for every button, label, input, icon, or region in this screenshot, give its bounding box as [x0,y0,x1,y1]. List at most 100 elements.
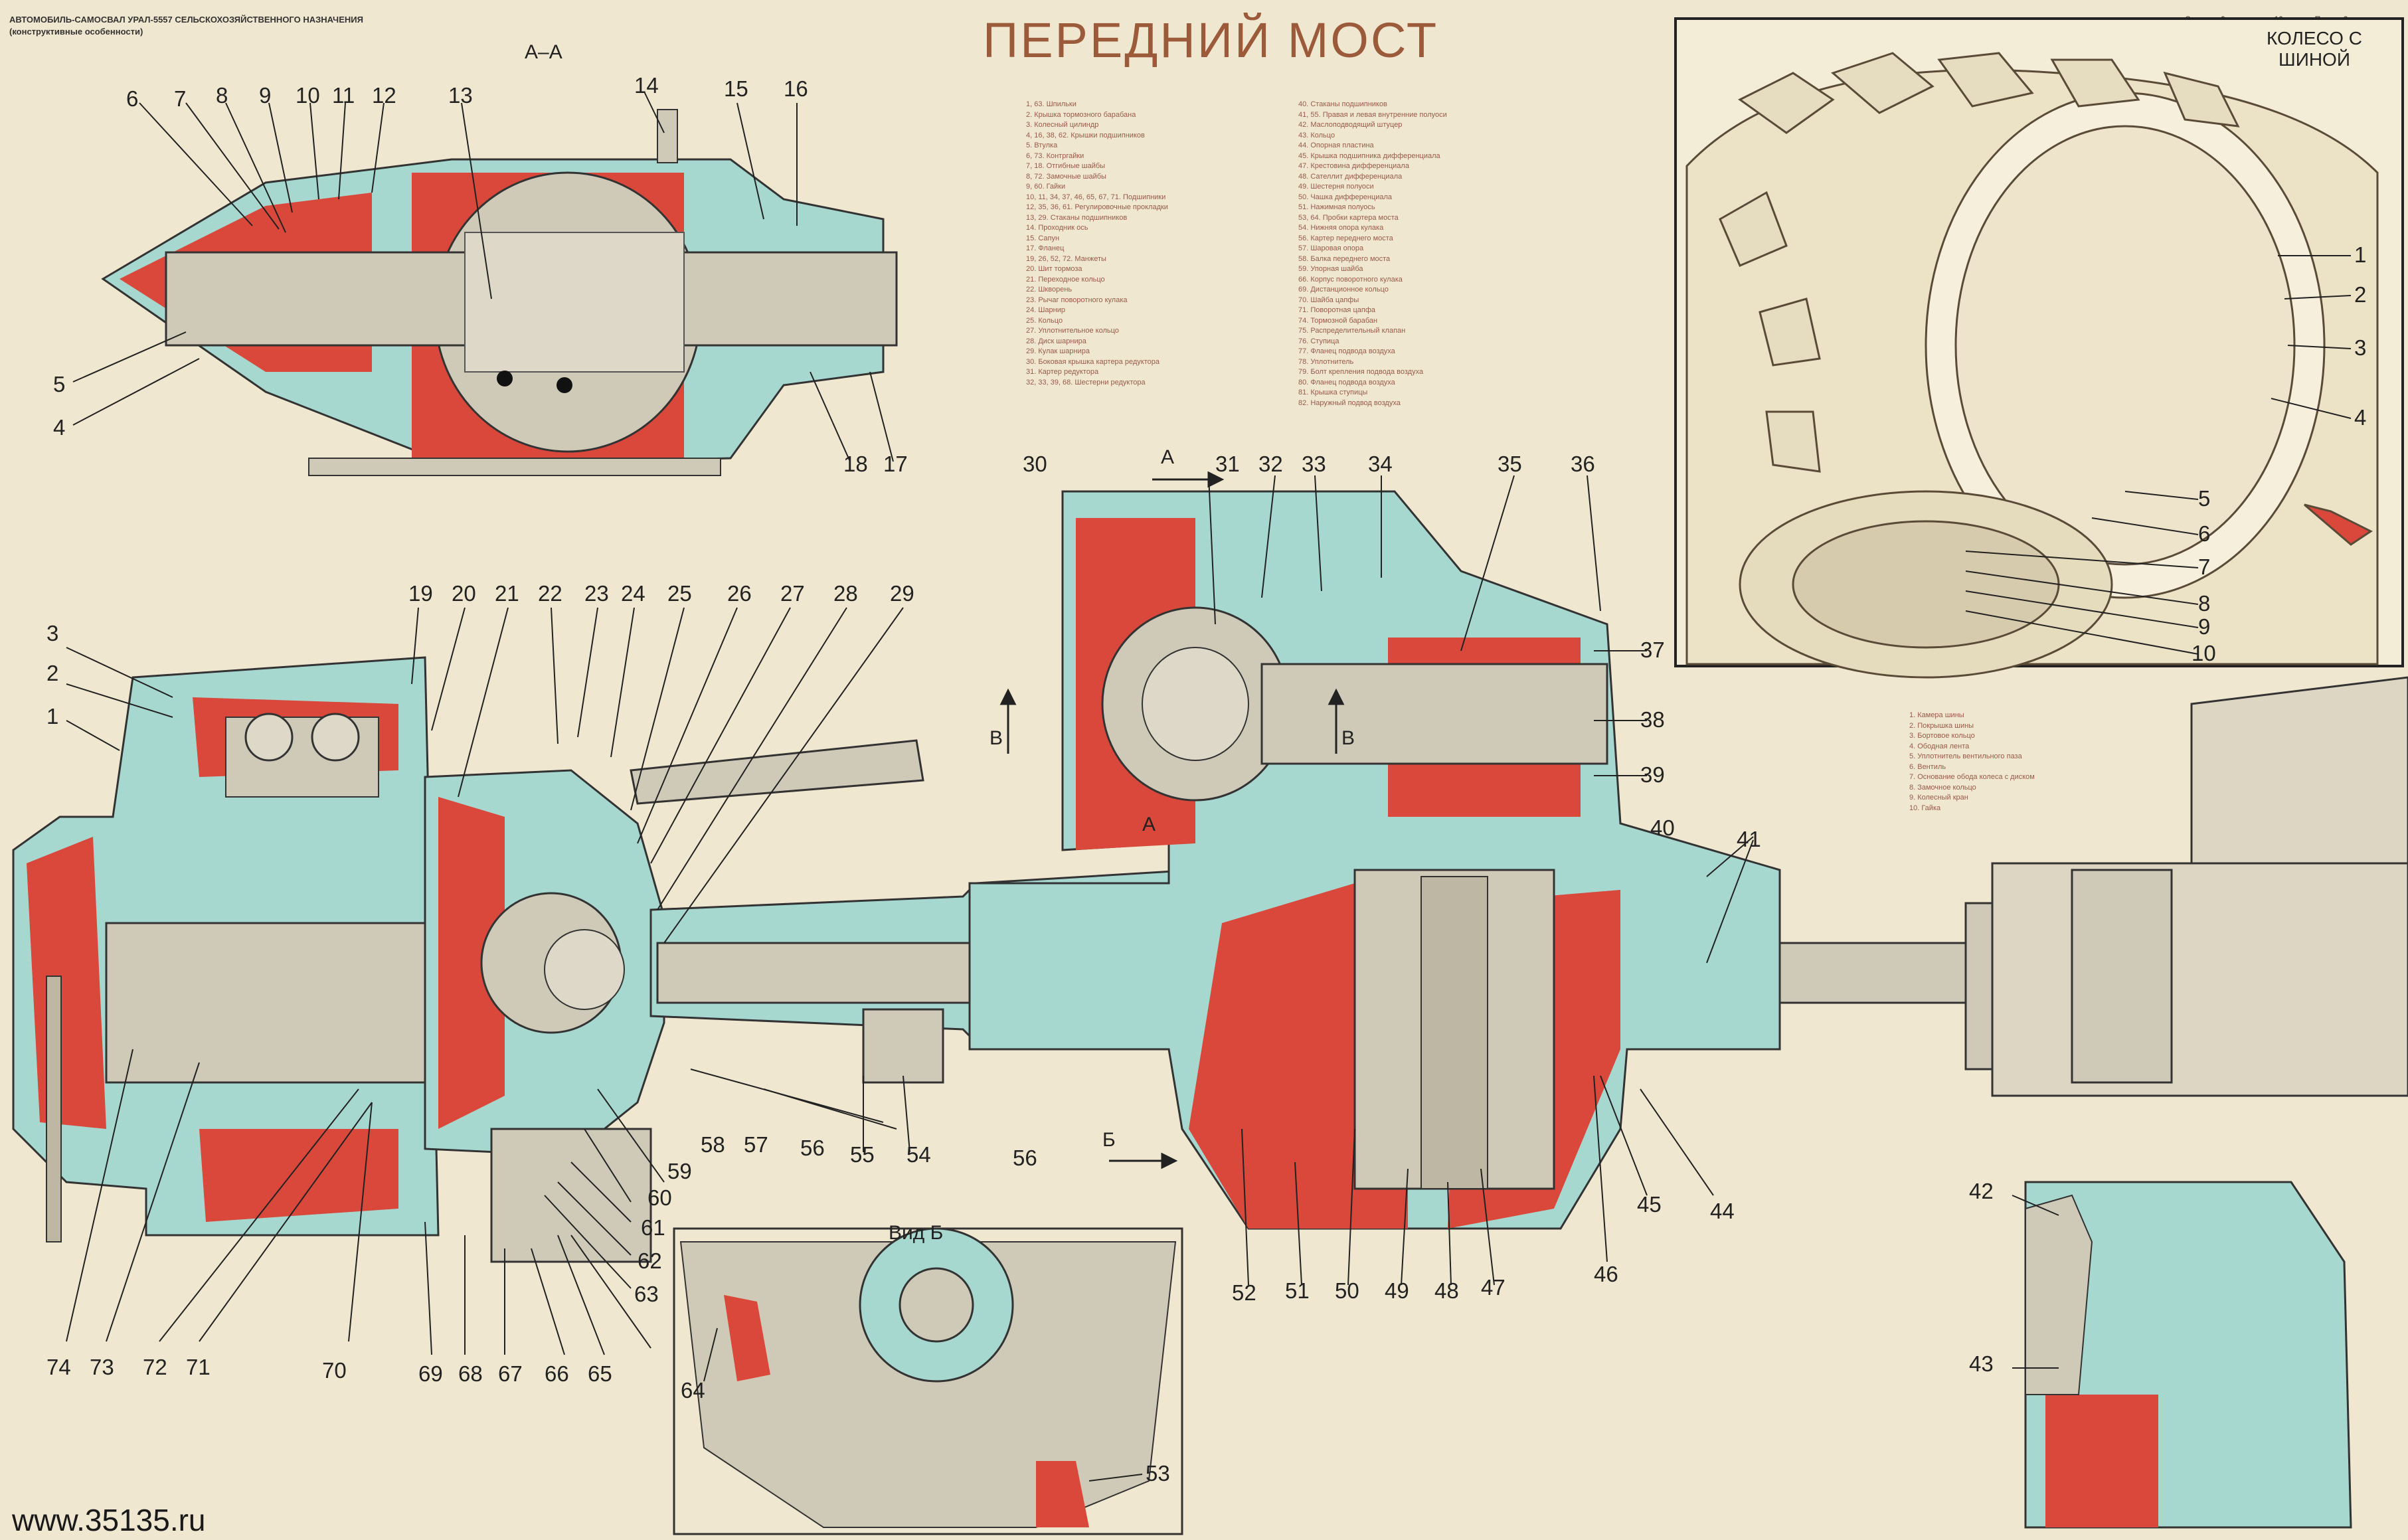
section-aa-drawing [101,109,898,476]
legend-item: 80. Фланец подвода воздуха [1298,378,1395,386]
callout-aa-5: 5 [53,372,66,396]
callout-55: 55 [850,1142,875,1167]
callout-aa-11: 11 [332,83,355,108]
legend-item: 69. Дистанционное кольцо [1298,286,1389,294]
callout-aa-17: 17 [883,452,908,476]
callout-43: 43 [1969,1351,1994,1376]
callout-57: 57 [744,1132,768,1157]
callout-24: 24 [621,581,645,606]
watermark: www.35135.ru [12,1503,206,1537]
callout-aa-7: 7 [174,86,187,111]
page-title: ПЕРЕДНИЙ МОСТ [983,13,1439,68]
legend-item: 25. Кольцо [1026,316,1063,325]
legend-item: 7, 18. Отгибные шайбы [1026,162,1106,170]
legend-item: 49. Шестерня полуоси [1298,183,1374,191]
legend-item: 23. Рычаг поворотного кулака [1026,296,1128,304]
callout-19: 19 [408,581,433,606]
callout-58: 58 [701,1132,725,1157]
wheel-callout-6: 6 [2198,521,2211,546]
callout-aa-18: 18 [843,452,868,476]
callout-54: 54 [906,1142,931,1167]
callout-38: 38 [1640,707,1665,732]
callout-30: 30 [1023,452,1047,476]
legend-item: 42. Маслоподводящий штуцер [1298,121,1403,129]
legend-item: 15. Сапун [1026,234,1060,242]
callout-40: 40 [1650,815,1675,840]
callout-aa-16: 16 [784,76,808,101]
wheel-callout-4: 4 [2354,405,2367,430]
legend-item: 57. Шаровая опора [1298,244,1364,252]
arrow-a2-label: А [1142,813,1156,835]
callout-aa-9: 9 [259,83,272,108]
legend-item: 45. Крышка подшипника дифференциала [1298,151,1440,160]
callout-2: 2 [46,661,59,685]
callout-56-left: 56 [800,1136,825,1160]
callout-1: 1 [46,704,59,728]
callout-39: 39 [1640,762,1665,787]
wheel-callout-2: 2 [2354,282,2367,307]
callout-32: 32 [1258,452,1283,476]
callout-66: 66 [545,1361,569,1386]
legend-item: 58. Балка переднего моста [1298,254,1391,263]
legend-item: 47. Крестовина дифференциала [1298,162,1409,170]
legend-item: 9, 60. Гайки [1026,183,1066,191]
legend-item: 81. Крышка ступицы [1298,388,1368,396]
wheel-callout-3: 3 [2354,335,2367,360]
legend-item: 28. Диск шарнира [1026,337,1086,345]
main-axle-drawing [12,490,2408,1263]
legend-item: 1. Камера шины [1909,711,1964,719]
legend-item: 24. Шарнир [1026,306,1066,314]
callout-37: 37 [1640,638,1665,662]
legend-item: 9. Колесный кран [1909,794,1968,802]
legend-item: 4, 16, 38, 62. Крышки подшипников [1026,131,1145,139]
legend-item: 66. Корпус поворотного кулака [1298,275,1403,284]
legend-item: 2. Крышка тормозного барабана [1026,110,1136,119]
legend-item: 32, 33, 39, 68. Шестерни редуктора [1026,378,1146,386]
callout-aa-6: 6 [126,86,139,111]
legend-item: 5. Уплотнитель вентильного паза [1909,752,2022,760]
callout-52: 52 [1232,1280,1256,1305]
callout-59: 59 [667,1159,692,1183]
legend-item: 50. Чашка дифференциала [1298,193,1393,201]
callout-73: 73 [90,1355,114,1379]
arrow-v-left-label: В [989,727,1003,749]
callout-aa-15: 15 [724,76,748,101]
callout-aa-14: 14 [634,73,659,98]
legend-item: 8, 72. Замочные шайбы [1026,172,1106,181]
legend-item: 3. Бортовое кольцо [1909,732,1975,740]
legend-item: 82. Наружный подвод воздуха [1298,398,1401,407]
legend-item: 10. Гайка [1909,804,1941,812]
callout-26: 26 [727,581,752,606]
callout-41: 41 [1737,827,1761,851]
legend-item: 22. Шкворень [1026,286,1073,294]
section-arrows [999,471,1345,1169]
wheel-callout-1: 1 [2354,242,2367,267]
callout-65: 65 [588,1361,612,1386]
callout-33: 33 [1302,452,1326,476]
legend-item: 59. Упорная шайба [1298,265,1363,273]
callout-64: 64 [681,1378,705,1403]
callout-28: 28 [833,581,858,606]
legend-item: 75. Распределительный клапан [1298,327,1406,335]
legend-item: 29. Кулак шарнира [1026,347,1090,355]
callout-22: 22 [538,581,562,606]
callout-36: 36 [1571,452,1595,476]
legend-item: 71. Поворотная цапфа [1298,306,1375,314]
view-b-drawing [673,1227,1183,1535]
callout-34: 34 [1368,452,1393,476]
callout-47: 47 [1481,1275,1505,1300]
callout-61: 61 [641,1215,665,1240]
legend-item: 44. Опорная пластина [1298,141,1374,149]
arrow-v-right-label: В [1341,727,1355,749]
callout-31: 31 [1215,452,1240,476]
arrow-b-label: Б [1102,1129,1116,1151]
callout-20: 20 [452,581,476,606]
callout-71: 71 [186,1355,211,1379]
vehicle-subtitle: (конструктивные особенности) [9,27,143,37]
callout-29: 29 [890,581,914,606]
